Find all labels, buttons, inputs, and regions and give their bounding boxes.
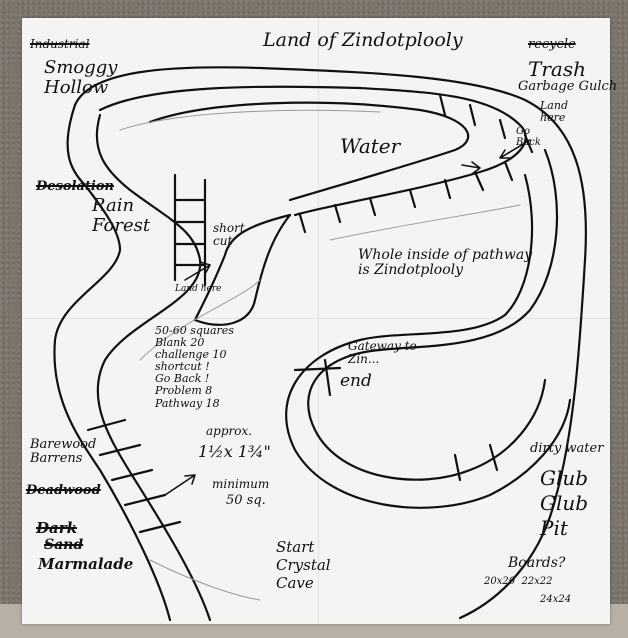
path-squares-top bbox=[298, 160, 514, 234]
path-left-outer bbox=[53, 103, 172, 622]
label-land-here-right: Land here bbox=[540, 99, 568, 125]
arrow-left-pointer bbox=[461, 161, 481, 175]
path-right-loop-inner bbox=[285, 173, 572, 509]
label-whole-inside: Whole inside of pathway is Zindotplooly bbox=[358, 247, 533, 279]
path-squares-right bbox=[438, 93, 534, 154]
label-barrens: Barewood Barrens bbox=[30, 437, 97, 467]
label-glub-pit: Glub Glub Pit bbox=[540, 466, 589, 540]
arrow-go-back bbox=[499, 139, 531, 159]
path-squares-right-loop bbox=[453, 443, 499, 482]
label-rain-forest: Rain Forest bbox=[92, 195, 151, 236]
arrow-size bbox=[164, 474, 196, 496]
label-end: end bbox=[340, 371, 372, 391]
paper-fold-horizontal bbox=[22, 318, 610, 319]
label-short-cut: short cut bbox=[213, 221, 245, 249]
pencil-guide-1 bbox=[119, 109, 381, 131]
label-land-here-left: Land here bbox=[175, 284, 222, 294]
label-gateway: Gateway to Zin... bbox=[348, 339, 417, 367]
label-marmalade: Marmalade bbox=[38, 555, 134, 573]
path-outer-edge bbox=[73, 66, 587, 620]
pencil-guide-2 bbox=[139, 279, 261, 361]
label-minimum: minimum bbox=[212, 477, 270, 491]
path-squares-left bbox=[86, 418, 182, 534]
label-barrens-strike: Deadwood bbox=[26, 483, 101, 498]
path-left-inner bbox=[95, 113, 212, 622]
label-forest-strike: Desolation bbox=[36, 179, 114, 194]
label-board-size-last: 24x24 bbox=[540, 594, 572, 605]
path-right-loop-outer bbox=[307, 148, 559, 481]
label-board-sizes: 20x20 22x22 bbox=[484, 576, 553, 587]
label-scribble-sand: Sand bbox=[44, 537, 84, 553]
label-boards: Boards? bbox=[508, 555, 566, 571]
label-smoggy-hollow: Smoggy Hollow bbox=[44, 57, 118, 98]
arrow-land-here-left bbox=[184, 261, 211, 281]
label-garbage-gulch: Garbage Gulch bbox=[518, 79, 618, 94]
label-recycle-strike: recycle bbox=[528, 37, 576, 52]
pencil-guide-4 bbox=[149, 559, 261, 601]
label-approx: approx. bbox=[206, 424, 253, 438]
path-inner-top bbox=[98, 85, 527, 217]
label-dirty-water: dirty water bbox=[530, 441, 604, 456]
pencil-guide-3 bbox=[329, 204, 521, 241]
label-scribble-dark: Dark bbox=[36, 519, 78, 537]
label-go-back: Go Back bbox=[516, 126, 541, 148]
label-start-crystal-cave: Start Crystal Cave bbox=[276, 538, 331, 592]
shortcut-rungs bbox=[173, 198, 207, 267]
label-min-squares: 50 sq. bbox=[226, 493, 266, 508]
label-water: Water bbox=[340, 134, 401, 158]
map-title: Land of Zindotplooly bbox=[263, 29, 463, 51]
label-trash: Trash bbox=[528, 57, 586, 81]
label-smoggy-strike: Industrial bbox=[30, 37, 90, 51]
label-squares-note: 50-60 squares Blank 20 challenge 10 shor… bbox=[155, 324, 234, 410]
paper-fold-vertical bbox=[318, 18, 319, 624]
end-marker bbox=[293, 358, 342, 397]
path-water-boundary bbox=[148, 101, 470, 202]
label-size-dims: 1½x 1¾" bbox=[198, 442, 271, 461]
